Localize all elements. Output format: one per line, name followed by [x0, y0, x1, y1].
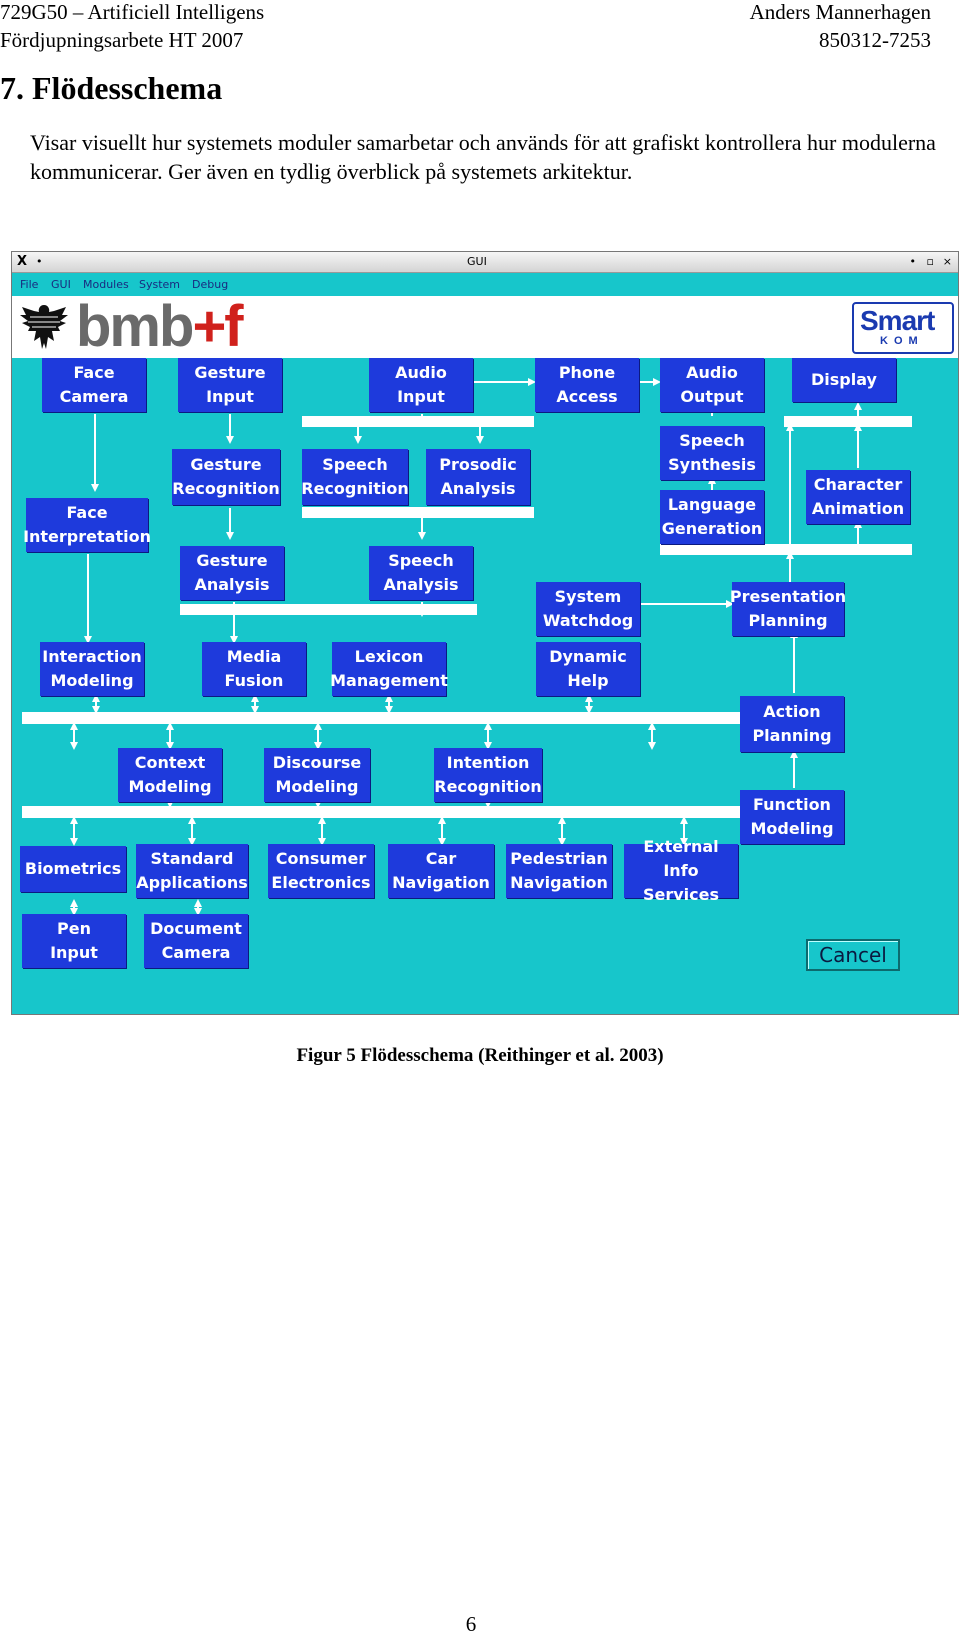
x-window-icon[interactable]: X [17, 254, 28, 269]
section-heading: 7. Flödesschema [0, 70, 222, 107]
menu-debug[interactable]: Debug [192, 278, 229, 291]
bus-bar-lower [22, 806, 740, 818]
logo-banner: bmb+f Smart KOM [12, 294, 958, 359]
minimize-icon[interactable]: • [909, 255, 917, 268]
bus-bar-generation [660, 544, 912, 555]
module-biometrics[interactable]: Biometrics [20, 846, 126, 892]
section-title: Flödesschema [32, 70, 223, 106]
smartkom-logo: Smart KOM [852, 302, 954, 354]
header-subtitle: Fördjupningsarbete HT 2007 [0, 28, 244, 52]
window-titlebar: X • GUI • ▫ × [12, 252, 958, 273]
header-id-number: 850312-7253 [819, 28, 931, 52]
connector-arrows [70, 378, 862, 916]
bus-bar-analysis [180, 604, 477, 615]
figure-caption: Figur 5 Flödesschema (Reithinger et al. … [296, 1045, 664, 1066]
eagle-icon [20, 305, 68, 349]
menu-bar: File GUI Modules System Debug [12, 273, 958, 295]
maximize-icon[interactable]: ▫ [926, 255, 934, 268]
menu-gui[interactable]: GUI [51, 278, 71, 291]
gui-screenshot-window: X • GUI • ▫ × File GUI Modules System De… [11, 251, 959, 1015]
menu-system[interactable]: System [139, 278, 181, 291]
page-number: 6 [465, 1612, 477, 1636]
header-course: 729G50 – Artificiell Intelligens [0, 0, 265, 24]
bus-bar-output [784, 416, 912, 427]
bus-bar-main [22, 712, 740, 724]
window-title: GUI [467, 255, 487, 268]
bmbf-logo: bmb+f [76, 294, 244, 359]
cancel-button[interactable]: Cancel [806, 939, 900, 971]
close-icon[interactable]: × [942, 255, 952, 268]
menu-file[interactable]: File [20, 278, 39, 291]
module-display[interactable]: Display [792, 358, 896, 402]
bus-bar-speech [302, 507, 534, 518]
intro-paragraph: Visar visuellt hur systemets moduler sam… [30, 130, 936, 184]
header-author: Anders Mannerhagen [749, 0, 931, 24]
menu-modules[interactable]: Modules [83, 278, 129, 291]
pin-icon[interactable]: • [36, 255, 43, 268]
section-number: 7. [0, 70, 24, 106]
